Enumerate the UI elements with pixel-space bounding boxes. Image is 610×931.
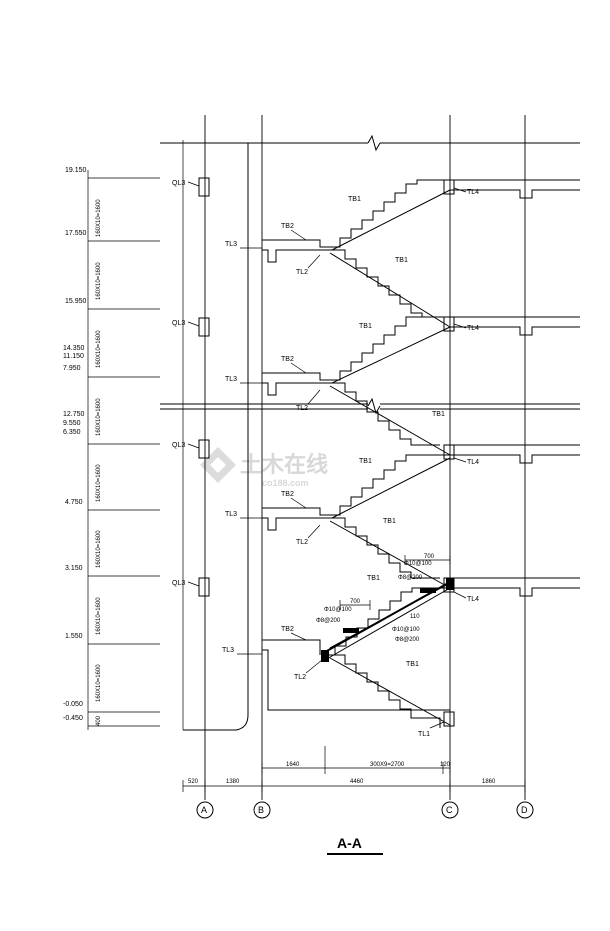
label-tl3: TL3: [222, 647, 234, 654]
rebar-label: Φ10@100: [404, 561, 432, 567]
label-ql3: QL3: [172, 580, 185, 587]
elevation: 19.150: [65, 167, 87, 174]
label-tl3: TL3: [225, 511, 237, 518]
axis-label: B: [258, 805, 264, 815]
ql3-columns: QL3 QL3 QL3 QL3: [172, 177, 210, 597]
label-tb1: TB1: [348, 196, 361, 203]
stairs: [262, 179, 455, 728]
dim-1640: 1640: [286, 762, 300, 768]
dim-700: 700: [424, 554, 435, 560]
label-tl2: TL2: [294, 674, 306, 681]
rebar-detail: 700 700 Φ10@100 Φ8@200 Φ10@100 Φ8@200 Φ1…: [316, 554, 454, 662]
dim-1860: 1860: [482, 779, 496, 785]
break-line-middle: [160, 397, 580, 415]
rebar-label: Φ10@100: [324, 607, 352, 613]
flight-dimension: 160X10=1600: [96, 330, 102, 368]
label-tl3: TL3: [225, 241, 237, 248]
dim-700: 700: [350, 599, 361, 605]
label-tb1: TB1: [395, 257, 408, 264]
label-ql3: QL3: [172, 180, 185, 187]
label-ql3: QL3: [172, 320, 185, 327]
flight-dimension: 160X10=1600: [96, 664, 102, 702]
flight-dimension: 400: [96, 715, 102, 726]
dim-520: 520: [188, 779, 199, 785]
flight-dimension: 160X10=1600: [96, 398, 102, 436]
dimension-lines: 1640 300X9=2700 120 520 1380 4460 1860: [182, 746, 526, 792]
axis-label: C: [446, 805, 453, 815]
label-tl4: TL4: [467, 189, 479, 196]
flight-dimension: 160X10=1600: [96, 199, 102, 237]
label-tl2: TL2: [296, 269, 308, 276]
label-tb1: TB1: [359, 323, 372, 330]
elevation: 12.750: [63, 411, 85, 418]
wall-b: [183, 143, 249, 731]
watermark-subtext: co188.com: [262, 478, 309, 488]
label-tl2: TL2: [296, 539, 308, 546]
label-tl2: TL2: [296, 405, 308, 412]
elevation: 11.150: [63, 353, 84, 360]
break-line-top: [160, 134, 580, 152]
label-tl3: TL3: [225, 376, 237, 383]
elevation: 4.750: [65, 499, 83, 506]
rebar-label: Φ8@200: [395, 637, 420, 643]
label-tb2: TB2: [281, 491, 294, 498]
axis-label: A: [201, 805, 207, 815]
section-title-text: A-A: [337, 835, 362, 851]
dim-120: 120: [440, 762, 451, 768]
rebar-label: Φ8@200: [398, 575, 423, 581]
elevation: -0.450: [63, 715, 83, 722]
label-tb1: TB1: [359, 458, 372, 465]
label-ql3: QL3: [172, 442, 185, 449]
elevation: 15.950: [65, 298, 87, 305]
label-tl4: TL4: [467, 596, 479, 603]
label-tb1: TB1: [432, 411, 445, 418]
rebar-label: Φ10@100: [392, 627, 420, 633]
rebar-label: 110: [410, 614, 420, 620]
axis-label: D: [521, 805, 528, 815]
label-tb2: TB2: [281, 223, 294, 230]
label-tb2: TB2: [281, 356, 294, 363]
elevation: 6.350: [63, 429, 81, 436]
elevation: 7.950: [63, 365, 81, 372]
section-title: A-A: [327, 835, 383, 855]
elevation: -0.050: [63, 701, 83, 708]
elevation-scale: 19.150 17.550 15.950 14.350 11.150 7.950…: [63, 167, 160, 730]
elevation: 17.550: [65, 230, 87, 237]
elevation: 14.350: [63, 345, 85, 352]
label-tb1: TB1: [367, 575, 380, 582]
label-tb2: TB2: [281, 626, 294, 633]
flight-dimension: 160X10=1600: [96, 530, 102, 568]
label-tl1: TL1: [418, 731, 430, 738]
flight-dimension: 160X10=1600: [96, 597, 102, 635]
dim-2700: 300X9=2700: [370, 762, 405, 768]
label-tb1: TB1: [406, 661, 419, 668]
label-tl4: TL4: [467, 459, 479, 466]
watermark: 土木在线 co188.com: [200, 447, 328, 488]
grid-lines: [182, 115, 526, 800]
dim-1380: 1380: [226, 779, 240, 785]
axis-bubbles: A B C D: [196, 801, 534, 819]
watermark-text: 土木在线: [240, 452, 328, 477]
elevation: 9.550: [63, 420, 81, 427]
label-tl4: TL4: [467, 325, 479, 332]
floor-slabs: [450, 179, 580, 597]
beam-labels: TL3 TL3 TL3 TL3 TB2 TB2 TB2 TB2 TL2 TL2 …: [222, 187, 479, 738]
elevation: 3.150: [65, 565, 83, 572]
elevation: 1.550: [65, 633, 83, 640]
flight-dimension: 160X10=1600: [96, 464, 102, 502]
label-tb1: TB1: [383, 518, 396, 525]
rebar-label: Φ8@200: [316, 618, 341, 624]
flight-dimension: 160X10=1600: [96, 262, 102, 300]
dim-4460: 4460: [350, 779, 364, 785]
